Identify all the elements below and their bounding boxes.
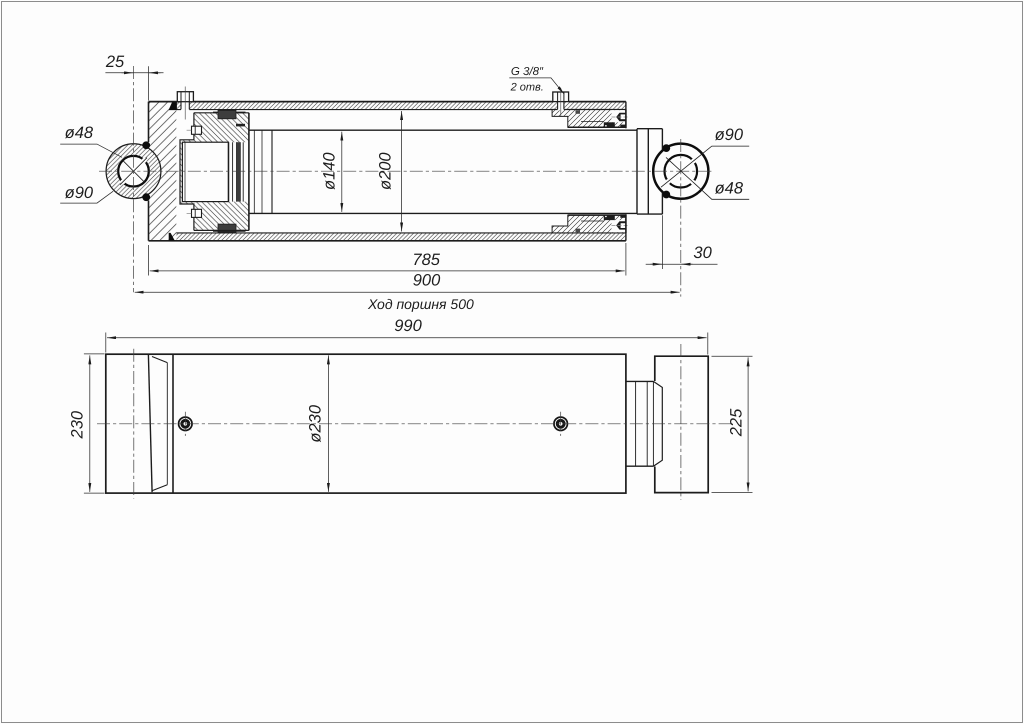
svg-text:Ход поршня 500: Ход поршня 500 — [367, 296, 474, 312]
svg-text:ø140: ø140 — [320, 152, 338, 190]
svg-text:30: 30 — [693, 244, 712, 262]
svg-text:785: 785 — [412, 251, 440, 269]
svg-text:ø90: ø90 — [715, 126, 744, 144]
svg-text:25: 25 — [105, 53, 125, 71]
svg-text:230: 230 — [69, 410, 87, 439]
svg-text:ø230: ø230 — [306, 404, 324, 442]
svg-text:2 отв.: 2 отв. — [510, 82, 544, 94]
svg-text:ø200: ø200 — [376, 152, 394, 190]
svg-text:ø48: ø48 — [715, 179, 744, 197]
svg-text:990: 990 — [394, 317, 422, 335]
svg-text:ø48: ø48 — [65, 124, 94, 142]
svg-text:ø90: ø90 — [65, 184, 94, 202]
svg-text:900: 900 — [413, 272, 441, 290]
svg-text:G 3/8″: G 3/8″ — [511, 66, 544, 78]
svg-text:225: 225 — [728, 408, 746, 437]
